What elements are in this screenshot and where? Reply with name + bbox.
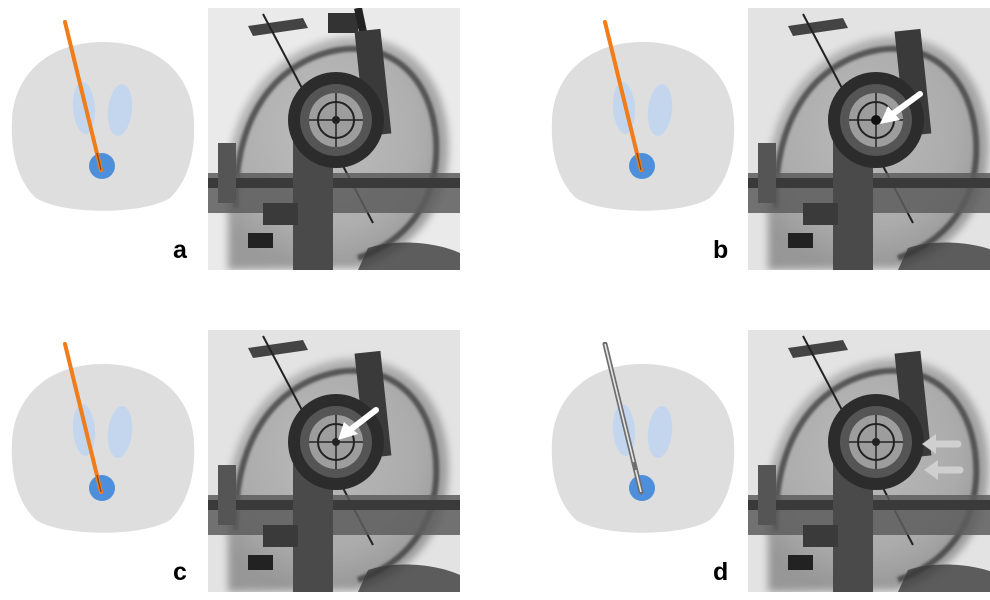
arrow-indicator <box>880 91 923 124</box>
xray-image <box>208 8 460 270</box>
needle <box>63 20 103 172</box>
arrow-indicator-upper <box>922 434 962 454</box>
xray-image <box>748 8 990 270</box>
right-ventricle <box>107 84 133 136</box>
arrow-indicator <box>338 407 379 440</box>
right-ventricle <box>647 84 673 136</box>
right-ventricle <box>107 406 133 458</box>
panel-label-d: d <box>713 558 729 586</box>
panel-a: a <box>8 8 468 278</box>
needle-tip <box>96 474 102 493</box>
right-ventricle <box>647 406 673 458</box>
needle <box>603 20 643 172</box>
panel-label-c: c <box>173 558 187 586</box>
panel-d: d <box>548 330 990 600</box>
panel-label-b: b <box>713 236 729 264</box>
head-schematic <box>11 342 195 533</box>
electrode-contact <box>632 461 638 471</box>
needle-tip <box>636 152 642 171</box>
head-outline <box>11 42 195 211</box>
panel-b: b <box>548 8 990 278</box>
head-outline <box>551 42 735 211</box>
head-schematic <box>551 342 735 533</box>
head-schematic <box>551 20 735 211</box>
arrow-indicator-lower <box>924 460 964 480</box>
head-schematic <box>11 20 195 211</box>
needle-tip <box>96 152 102 171</box>
xray-image <box>208 330 460 592</box>
panel-c: c <box>8 330 468 600</box>
xray-image <box>748 330 990 592</box>
head-outline <box>551 364 735 533</box>
head-outline <box>11 364 195 533</box>
panel-label-a: a <box>173 236 187 264</box>
needle <box>63 342 103 494</box>
